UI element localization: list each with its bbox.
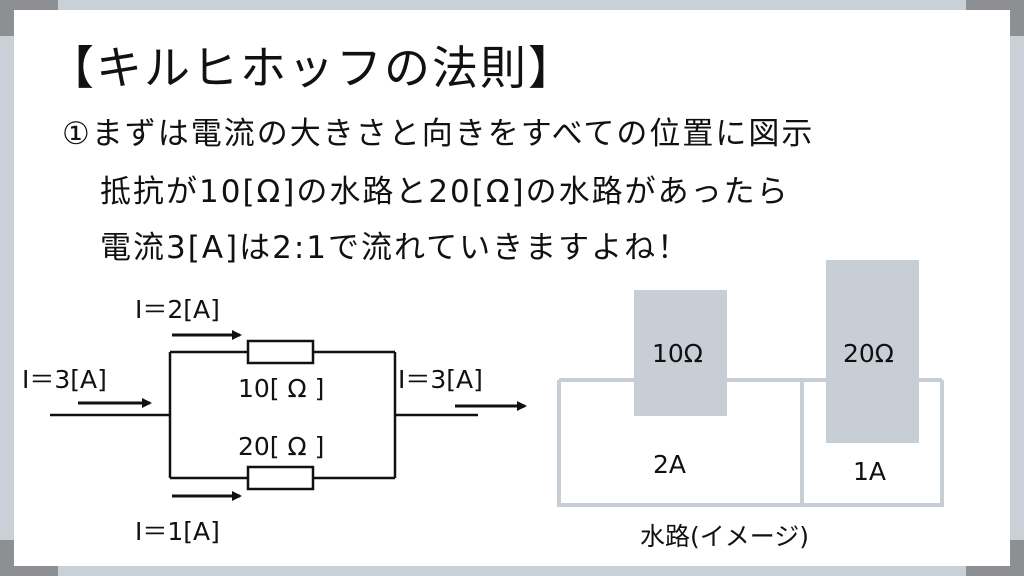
body-line-3: 電流3[A]は2:1で流れていきますよね！ <box>100 230 691 266</box>
waterway-caption: 水路(イメージ) <box>640 522 809 551</box>
block-20-ohm <box>826 260 919 443</box>
flow-left-label: 2A <box>653 450 686 479</box>
circuit-diagram <box>50 339 478 491</box>
resistor-bottom <box>246 465 315 491</box>
current-bottom-label: I＝1[A] <box>135 517 220 546</box>
waterway-diagram <box>557 260 944 507</box>
block-10-ohm-label: 10Ω <box>652 339 703 368</box>
slide-title: 【キルヒホッフの法則】 <box>48 41 576 95</box>
body-line-2: 抵抗が10[Ω]の水路と20[Ω]の水路があったら <box>100 174 790 210</box>
current-top-label: I＝2[A] <box>135 295 220 324</box>
resistor-top <box>246 339 315 365</box>
body-line-1: ①まずは電流の大きさと向きをすべての位置に図示 <box>62 116 815 152</box>
block-20-ohm-label: 20Ω <box>843 339 894 368</box>
block-10-ohm <box>634 290 727 416</box>
waterway-frame <box>557 380 944 507</box>
current-out-label: I＝3[A] <box>398 365 483 394</box>
resistor-top-label: 10[ Ω ] <box>238 374 324 403</box>
resistor-bottom-label: 20[ Ω ] <box>238 432 324 461</box>
current-in-label: I＝3[A] <box>22 365 107 394</box>
flow-right-label: 1A <box>853 457 886 486</box>
